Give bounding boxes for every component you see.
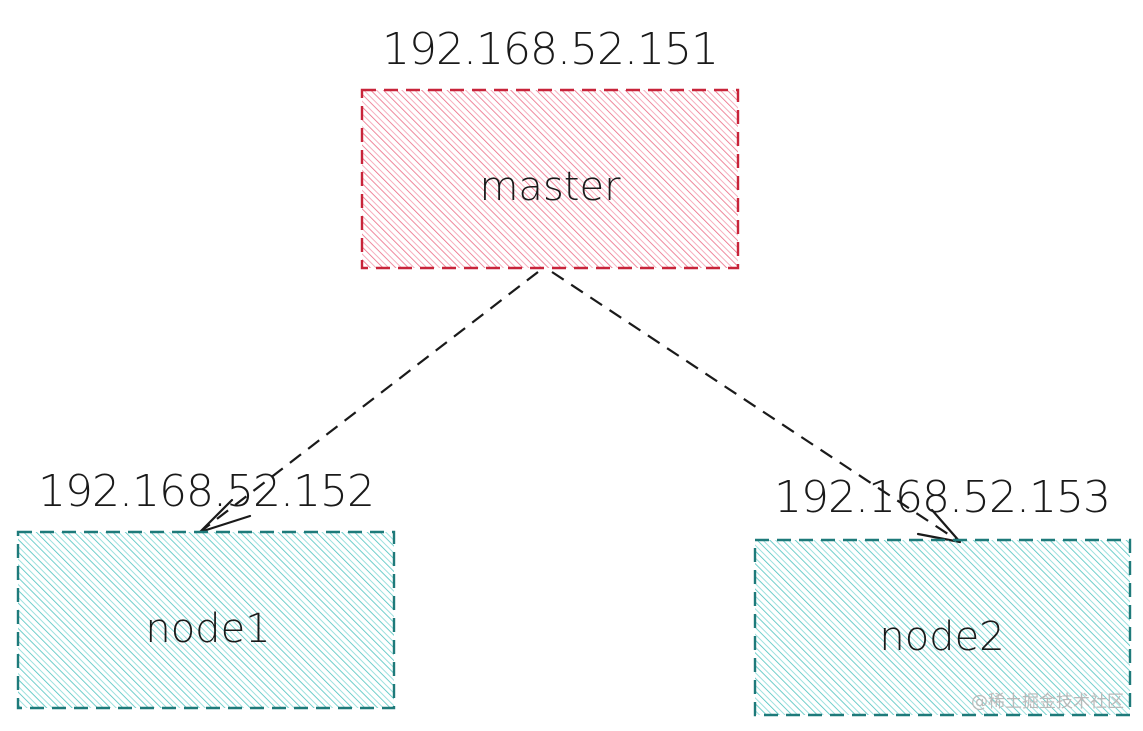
node-master-box — [360, 88, 740, 270]
node-master: master — [360, 88, 740, 270]
node-node1-box — [16, 530, 396, 710]
watermark: @稀土掘金技术社区 — [971, 692, 1124, 712]
node-node2: node2 — [753, 538, 1132, 717]
node-master-ip: 192.168.52.151 — [382, 24, 718, 75]
node-master-label: master — [479, 164, 621, 210]
node-node2-label: node2 — [879, 614, 1004, 660]
node-node1-ip: 192.168.52.152 — [38, 466, 374, 517]
node-node2-ip: 192.168.52.153 — [774, 472, 1110, 523]
node-node2-box — [753, 538, 1132, 717]
node-node1-label: node1 — [145, 606, 270, 652]
node-node1: node1 — [16, 530, 396, 710]
